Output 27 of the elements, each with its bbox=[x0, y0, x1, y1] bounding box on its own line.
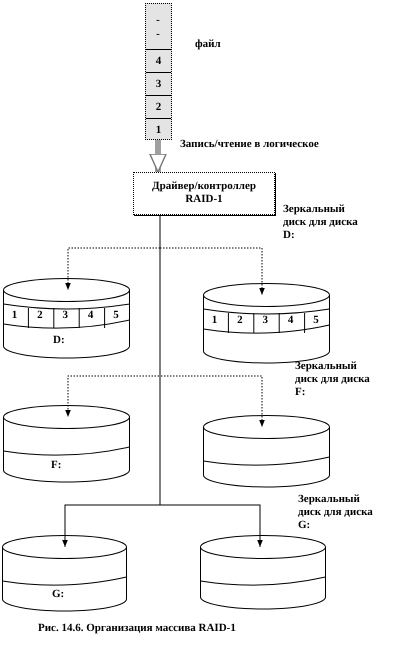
segment-number: 2 bbox=[237, 314, 243, 327]
disk-label: D: bbox=[53, 334, 65, 347]
controller-box bbox=[133, 172, 275, 215]
segment-number: 4 bbox=[88, 309, 94, 322]
disk-label: G: bbox=[52, 588, 64, 601]
block-number: 1 bbox=[154, 124, 162, 136]
side-note: Зеркальный диск для диска G: bbox=[298, 493, 374, 532]
caption: Рис. 14.6. Организация массива RAID-1 bbox=[38, 622, 236, 635]
segment-number: 5 bbox=[113, 309, 119, 322]
block-number: 3 bbox=[154, 78, 162, 90]
segment-number: 3 bbox=[62, 309, 68, 322]
block-number: 2 bbox=[154, 100, 162, 114]
side-note: Зеркальный диск для диска F: bbox=[295, 360, 371, 399]
segment-number: 5 bbox=[313, 314, 319, 327]
block-stack bbox=[145, 3, 172, 140]
disk-label: F: bbox=[51, 459, 62, 472]
side-note: файл bbox=[195, 38, 222, 51]
segment-number: 1 bbox=[12, 309, 18, 322]
segment-number: 2 bbox=[37, 309, 43, 322]
side-note: Зеркальный диск для диска D: bbox=[283, 203, 359, 242]
block-number: 4 bbox=[154, 54, 162, 68]
box-label: Драйвер/контроллер RAID-1 bbox=[151, 180, 257, 206]
segment-number: 1 bbox=[212, 314, 218, 327]
hollow-arrow bbox=[149, 140, 167, 173]
block-number: - - bbox=[155, 12, 161, 40]
segment-number: 3 bbox=[262, 314, 268, 327]
segment-number: 4 bbox=[288, 314, 294, 327]
